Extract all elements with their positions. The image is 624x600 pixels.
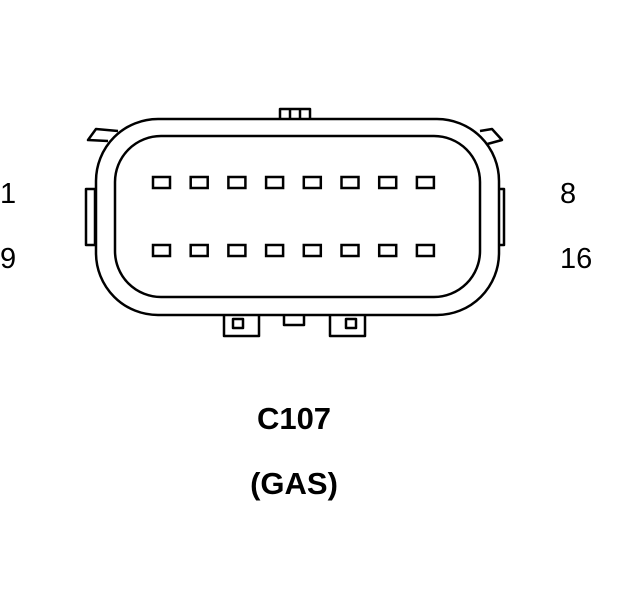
pin-cavity-14	[340, 243, 360, 258]
pin-cavity-10	[189, 243, 209, 258]
pin-cavity-6	[340, 175, 360, 190]
pin-cavity-13	[302, 243, 323, 258]
pin-cavity-15	[377, 243, 398, 258]
pin-cavity-7	[377, 175, 398, 190]
pin-label-1: 1	[0, 178, 17, 210]
pin-cavity-16	[415, 243, 436, 258]
pin-label-8: 8	[560, 178, 577, 210]
connector-variant: (GAS)	[250, 466, 338, 501]
pin-cavity-1	[151, 175, 172, 190]
pin-cavity-3	[227, 175, 247, 190]
left-side-rib	[84, 187, 97, 247]
pin-cavity-11	[227, 243, 247, 258]
pin-cavity-4	[264, 175, 285, 190]
pin-cavity-8	[415, 175, 436, 190]
connector-face-inner	[113, 134, 482, 299]
pin-cavity-9	[151, 243, 172, 258]
pin-label-16: 16	[560, 243, 593, 275]
connector-name: C107	[256, 401, 332, 436]
left-corner-ear	[86, 127, 119, 143]
pin-label-9: 9	[0, 243, 17, 275]
pin-cavity-12	[264, 243, 285, 258]
pin-cavity-2	[189, 175, 209, 190]
pin-cavity-5	[302, 175, 323, 190]
connector-housing-outer	[94, 117, 501, 317]
